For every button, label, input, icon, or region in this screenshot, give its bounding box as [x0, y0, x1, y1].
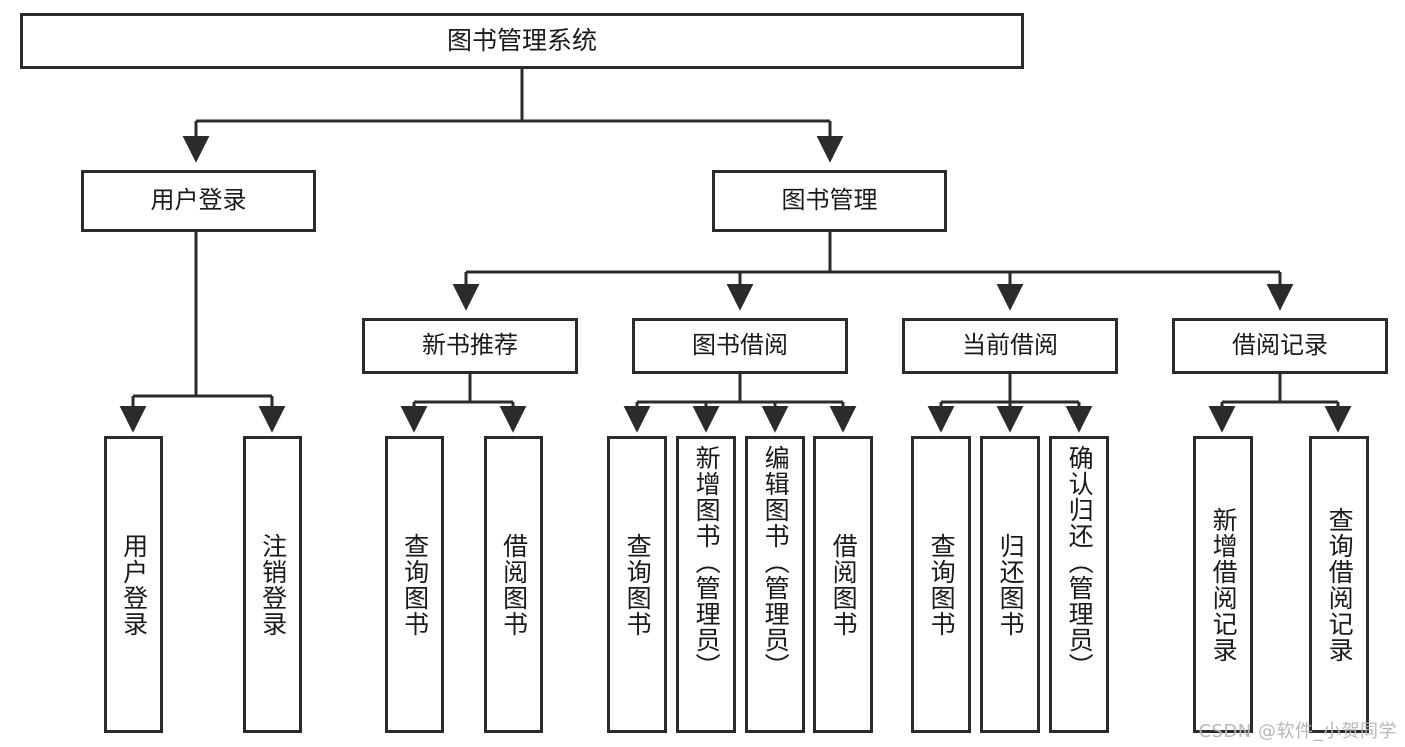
node-label: 查询借阅记录	[1325, 506, 1355, 663]
node-leaf-add-borrow-record[interactable]: 新增借阅记录	[1193, 436, 1253, 733]
node-leaf-confirm-return-admin[interactable]: 确认归还（管理员）	[1049, 436, 1109, 733]
node-label: 编辑图书（管理员）	[761, 445, 791, 679]
node-new-book-recommend[interactable]: 新书推荐	[362, 318, 578, 374]
node-leaf-edit-book-admin[interactable]: 编辑图书（管理员）	[745, 436, 805, 733]
node-label: 图书管理系统	[446, 25, 597, 55]
node-label: 新增借阅记录	[1209, 506, 1239, 663]
node-label: 图书管理	[781, 186, 878, 215]
node-label: 借阅记录	[1232, 331, 1328, 360]
node-label: 查询图书	[400, 532, 430, 637]
node-label: 查询图书	[623, 532, 653, 637]
node-leaf-query-borrow-record[interactable]: 查询借阅记录	[1309, 436, 1369, 733]
node-root-system[interactable]: 图书管理系统	[20, 13, 1024, 69]
node-user-login[interactable]: 用户登录	[81, 170, 316, 232]
node-label: 新增图书（管理员）	[692, 445, 722, 679]
node-leaf-add-book-admin[interactable]: 新增图书（管理员）	[676, 436, 736, 733]
node-borrow-record[interactable]: 借阅记录	[1172, 318, 1388, 374]
watermark-text: CSDN @软件_小贺同学	[1198, 721, 1397, 742]
node-label: 注销登录	[258, 532, 288, 637]
node-leaf-borrow-book[interactable]: 借阅图书	[813, 436, 873, 733]
node-current-borrow[interactable]: 当前借阅	[902, 318, 1118, 374]
node-label: 查询图书	[927, 532, 957, 637]
node-leaf-logout[interactable]: 注销登录	[243, 436, 302, 733]
node-label: 归还图书	[996, 532, 1026, 637]
node-label: 图书借阅	[692, 331, 788, 360]
node-leaf-user-login[interactable]: 用户登录	[104, 436, 163, 733]
node-leaf-return-book[interactable]: 归还图书	[980, 436, 1040, 733]
node-label: 借阅图书	[499, 532, 529, 637]
node-label: 用户登录	[119, 532, 149, 637]
node-leaf-borrow-book-recommend[interactable]: 借阅图书	[484, 436, 543, 733]
node-leaf-query-book-recommend[interactable]: 查询图书	[385, 436, 444, 733]
node-label: 用户登录	[150, 186, 247, 215]
node-book-borrow[interactable]: 图书借阅	[632, 318, 848, 374]
node-label: 当前借阅	[962, 331, 1058, 360]
node-leaf-query-book-current[interactable]: 查询图书	[911, 436, 971, 733]
node-label: 借阅图书	[829, 532, 859, 637]
node-book-management[interactable]: 图书管理	[712, 170, 947, 232]
node-label: 新书推荐	[422, 331, 518, 360]
node-label: 确认归还（管理员）	[1065, 445, 1095, 679]
node-leaf-query-book-borrow[interactable]: 查询图书	[607, 436, 667, 733]
